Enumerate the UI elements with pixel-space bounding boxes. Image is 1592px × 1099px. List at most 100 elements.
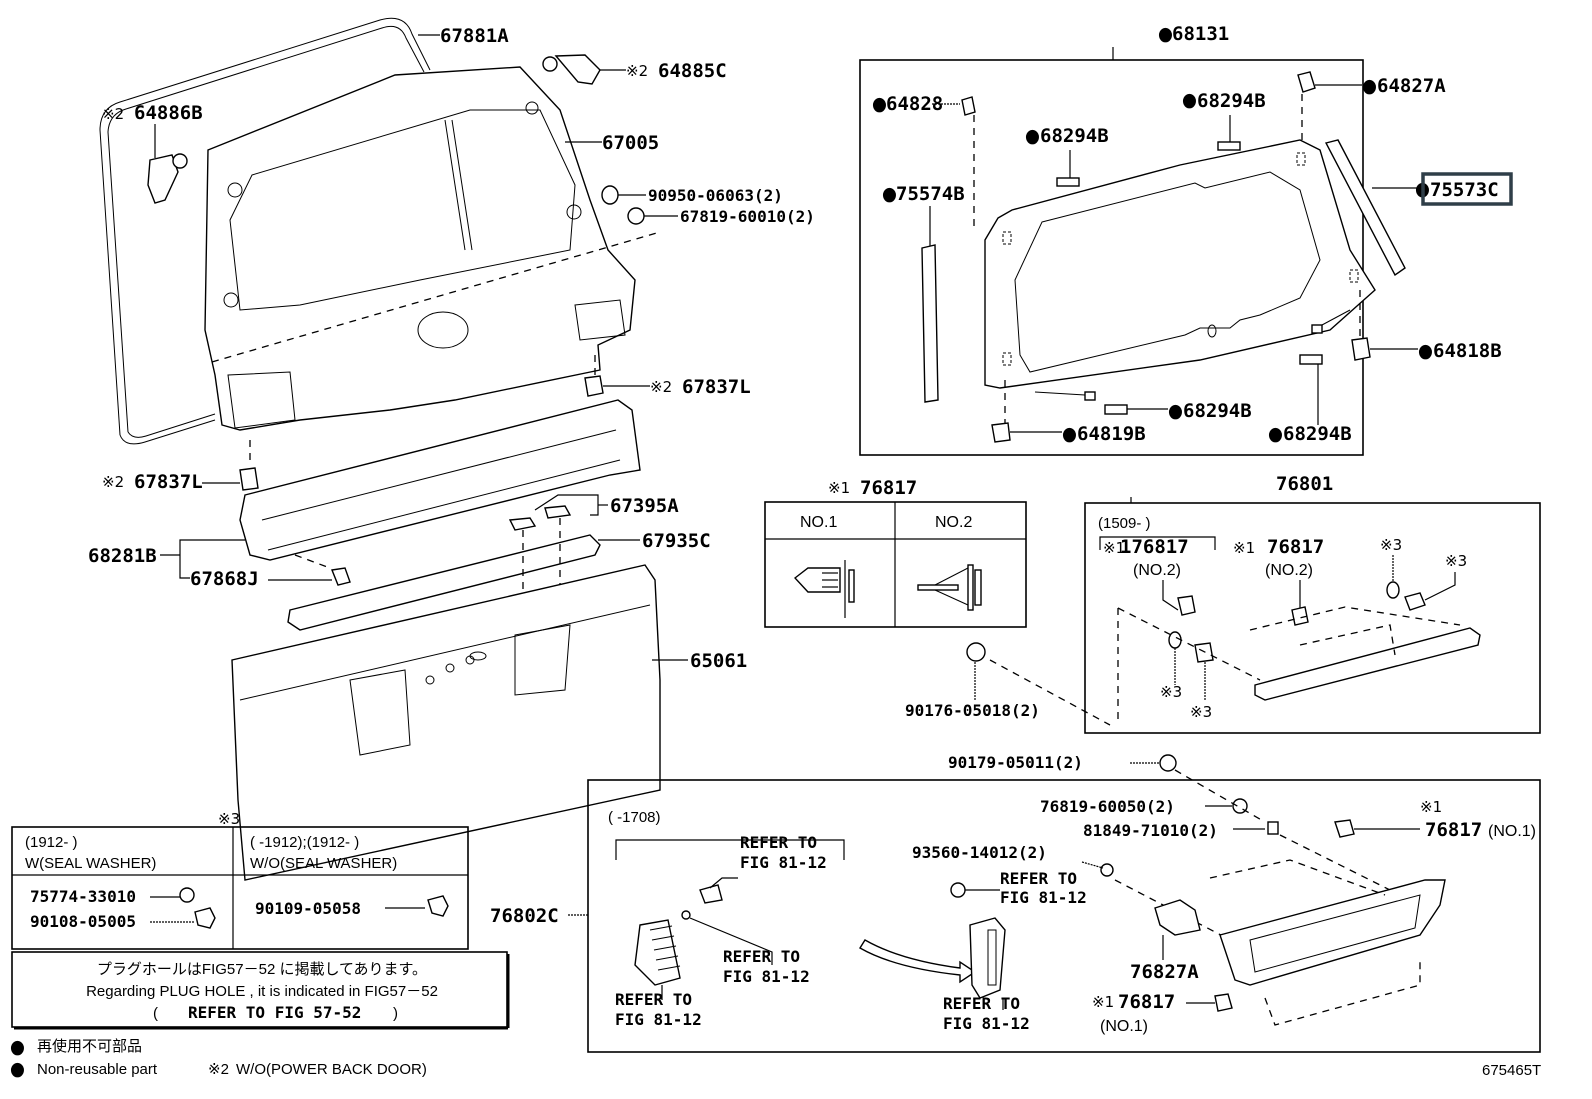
note2-mark-64885C: ※2 (626, 62, 648, 80)
label-90109-05058[interactable]: 90109-05058 (255, 899, 361, 918)
nut-90176-drawing (966, 642, 986, 662)
label-67837L-left[interactable]: 67837L (134, 471, 203, 493)
label-76817-a[interactable]: 176817 (1120, 536, 1189, 558)
nonreusable-mark-64827A: ● (1362, 75, 1377, 97)
label-67395A[interactable]: 67395A (610, 495, 679, 517)
note1-mark-76817-c: ※1 (1420, 798, 1442, 816)
label-75573C[interactable]: 75573C (1430, 179, 1499, 201)
stopper-64828-drawing (961, 96, 976, 116)
garnish-76801-drawing (1117, 606, 1481, 725)
label-90176-05018[interactable]: 90176-05018(2) (905, 701, 1040, 720)
qualifier-76817-c-no1: (NO.1) (1488, 823, 1536, 840)
legend-note2-text: W/O(POWER BACK DOOR) (236, 1061, 427, 1078)
washer-table-col2-title: W/O(SEAL WASHER) (250, 855, 397, 872)
label-64886B[interactable]: 64886B (134, 102, 203, 124)
label-65061[interactable]: 65061 (690, 650, 747, 672)
moulding-67935C-drawing (287, 534, 601, 631)
label-67005[interactable]: 67005 (602, 132, 659, 154)
date-range-1708: ( -1708) (608, 809, 661, 826)
license-lamp-new-drawing (969, 917, 1006, 999)
spacer-68294B-b-drawing (1217, 141, 1241, 151)
note1-mark-76817-d: ※1 (1092, 993, 1114, 1011)
label-68294B-b[interactable]: 68294B (1197, 90, 1266, 112)
label-76819-60050[interactable]: 76819-60050(2) (1040, 797, 1175, 816)
label-76827A[interactable]: 76827A (1130, 961, 1199, 983)
pad-67395A-b-drawing (544, 505, 572, 519)
screw-note3-b-drawing (1194, 642, 1214, 663)
label-68131[interactable]: 68131 (1172, 23, 1229, 45)
label-64819B[interactable]: 64819B (1077, 423, 1146, 445)
label-64827A[interactable]: 64827A (1377, 75, 1446, 97)
washer-table-col1-title: W(SEAL WASHER) (25, 855, 156, 872)
legend-nonreusable-jp: 再使用不可部品 (37, 1038, 142, 1055)
bracket-64885C-drawing (542, 54, 601, 85)
stopper-64827A-drawing (1297, 71, 1316, 93)
license-garnish-drawing (1209, 859, 1446, 1026)
label-67881A[interactable]: 67881A (440, 25, 509, 47)
refer-d-line2[interactable]: FIG 81-12 (1000, 888, 1087, 907)
bracket-64886B-drawing (147, 153, 188, 204)
plug-90950-drawing (601, 185, 619, 205)
label-75774-33010[interactable]: 75774-33010 (30, 887, 136, 906)
clip-76817-d-drawing (1214, 993, 1233, 1012)
label-90950-06063[interactable]: 90950-06063(2) (648, 186, 783, 205)
plug-note-paren-close: ) (393, 1005, 398, 1022)
screw-93560-b-drawing (1100, 863, 1114, 877)
clip-76817-a-drawing (1177, 595, 1196, 616)
molding-75573C-drawing (1324, 139, 1406, 277)
label-93560-14012[interactable]: 93560-14012(2) (912, 843, 1047, 862)
label-64818B[interactable]: 64818B (1433, 340, 1502, 362)
qualifier-76817-b-no2: (NO.2) (1265, 562, 1313, 579)
label-75574B[interactable]: 75574B (896, 183, 965, 205)
nonreusable-mark-68294B-b: ● (1182, 89, 1197, 111)
clip-67868J-drawing (331, 567, 351, 586)
bulb-drawing (681, 910, 691, 920)
spacer-68294B-c-drawing (1104, 404, 1128, 415)
label-68294B-a[interactable]: 68294B (1040, 125, 1109, 147)
nonreusable-mark-68294B-d: ● (1268, 423, 1283, 445)
label-76801[interactable]: 76801 (1276, 473, 1333, 495)
note1-mark-clip-table: ※1 (828, 479, 850, 497)
label-64828[interactable]: 64828 (886, 93, 943, 115)
label-76802C[interactable]: 76802C (490, 905, 559, 927)
note3-mark-table: ※3 (218, 810, 240, 828)
clip-76817-c-drawing (1334, 819, 1355, 838)
label-64885C[interactable]: 64885C (658, 60, 727, 82)
molding-75574B-drawing (921, 244, 939, 403)
refer-b-line2[interactable]: FIG 81-12 (723, 967, 810, 986)
label-76817-table[interactable]: 76817 (860, 477, 917, 499)
screw-90109-drawing (427, 895, 449, 917)
plug-note-refer-link[interactable]: REFER TO FIG 57-52 (188, 1003, 361, 1022)
label-90179-05011[interactable]: 90179-05011(2) (948, 753, 1083, 772)
refer-e-line1: REFER TO (943, 994, 1020, 1013)
label-90108-05005[interactable]: 90108-05005 (30, 912, 136, 931)
label-67837L-right[interactable]: 67837L (682, 376, 751, 398)
refer-d-line1: REFER TO (1000, 869, 1077, 888)
screw-81849-drawing (1267, 821, 1279, 835)
note2-mark-67837L-left: ※2 (102, 473, 124, 491)
refer-e-line2[interactable]: FIG 81-12 (943, 1014, 1030, 1033)
label-68294B-c[interactable]: 68294B (1183, 400, 1252, 422)
label-67935C[interactable]: 67935C (642, 530, 711, 552)
clip-table-col-no1: NO.1 (800, 514, 837, 531)
nonreusable-mark-68131: ● (1158, 23, 1173, 45)
legend-nonreusable-en: Non-reusable part (37, 1061, 158, 1078)
label-67868J[interactable]: 67868J (190, 568, 259, 590)
label-76817-c[interactable]: 76817 (1425, 819, 1482, 841)
washer-note3-a-drawing (1386, 581, 1400, 599)
nonreusable-mark-64819B: ● (1062, 423, 1077, 445)
nonreusable-mark-75574B: ● (882, 183, 897, 205)
plug-note-japanese: プラグホールはFIG57－52 に掲載してあります。 (97, 961, 427, 978)
label-68281B[interactable]: 68281B (88, 545, 157, 567)
label-76817-d[interactable]: 76817 (1118, 991, 1175, 1013)
spacer-68294B-d-drawing (1299, 354, 1323, 365)
label-67819-60010[interactable]: 67819-60010(2) (680, 207, 815, 226)
refer-a-line2[interactable]: FIG 81-12 (740, 853, 827, 872)
label-76817-b[interactable]: 76817 (1267, 536, 1324, 558)
label-81849-71010[interactable]: 81849-71010(2) (1083, 821, 1218, 840)
legend-nonreusable-bullet-en: ● (10, 1058, 25, 1080)
stopper-64818B-drawing (1351, 337, 1371, 361)
label-68294B-d[interactable]: 68294B (1283, 423, 1352, 445)
note2-mark-64886B: ※2 (102, 105, 124, 123)
refer-c-line2[interactable]: FIG 81-12 (615, 1010, 702, 1029)
